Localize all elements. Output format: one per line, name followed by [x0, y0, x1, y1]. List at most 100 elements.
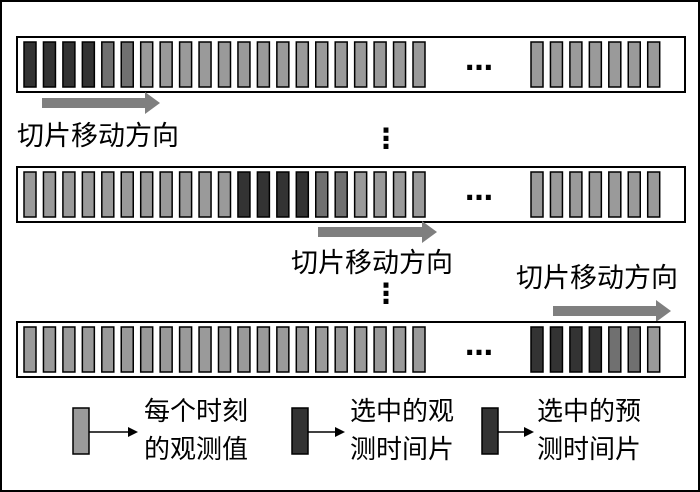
horizontal-ellipsis: …	[465, 44, 493, 77]
right-cell-group	[530, 41, 661, 88]
time-cell	[530, 326, 544, 373]
direction-arrow	[42, 92, 160, 114]
strip-row-2: … 切片移动方向	[16, 166, 686, 279]
time-cell	[276, 171, 290, 218]
time-cell	[315, 171, 329, 218]
time-cell	[178, 41, 193, 88]
left-cell-group	[23, 171, 426, 218]
time-cell	[392, 171, 407, 218]
time-cell	[198, 326, 212, 373]
time-cell	[588, 41, 603, 88]
strip-row-3: 切片移动方向 …	[16, 263, 686, 378]
time-cell	[42, 41, 57, 88]
horizontal-ellipsis: …	[465, 329, 493, 362]
left-cell-group	[23, 326, 426, 373]
time-cell	[198, 171, 212, 218]
time-cell	[62, 171, 76, 218]
vertical-ellipsis-1: ⋮	[372, 122, 400, 155]
legend-swatch	[481, 407, 499, 455]
time-cell	[120, 171, 134, 218]
time-cell	[295, 326, 310, 373]
time-cell	[334, 326, 348, 373]
time-cell	[392, 41, 407, 88]
time-cell	[608, 171, 622, 218]
time-cell	[198, 41, 212, 88]
time-cell	[23, 171, 37, 218]
time-cell	[627, 41, 641, 88]
legend-text-line2: 测时间片	[350, 435, 454, 465]
time-cell	[530, 41, 544, 88]
time-cell	[353, 326, 368, 373]
direction-label: 切片移动方向	[291, 248, 453, 279]
time-cell	[23, 41, 37, 88]
time-cell	[81, 326, 96, 373]
right-cell-group	[530, 326, 661, 373]
time-cell	[373, 41, 387, 88]
direction-arrow	[553, 300, 671, 322]
time-cell	[256, 41, 271, 88]
time-cell	[549, 171, 564, 218]
time-cell	[588, 326, 603, 373]
time-cell	[237, 41, 251, 88]
time-cell	[237, 326, 251, 373]
strip-frame	[16, 36, 686, 93]
time-cell	[412, 326, 426, 373]
legend-swatch	[291, 407, 309, 455]
time-cell	[42, 171, 57, 218]
time-cell	[412, 41, 426, 88]
time-cell	[101, 41, 115, 88]
time-cell	[81, 41, 96, 88]
vertical-ellipsis-2: ⋮	[372, 277, 400, 310]
time-cell	[373, 326, 387, 373]
time-cell	[549, 326, 564, 373]
strip-frame	[16, 321, 686, 378]
time-cell	[159, 41, 173, 88]
time-cell	[549, 41, 564, 88]
right-cell-group	[530, 171, 661, 218]
time-cell	[101, 171, 115, 218]
time-cell	[159, 171, 173, 218]
legend-item-observation: 每个时刻 的观测值	[72, 397, 248, 465]
time-cell	[569, 326, 583, 373]
legend-swatch	[72, 407, 90, 455]
time-cell	[256, 326, 271, 373]
time-cell	[62, 41, 76, 88]
time-cell	[627, 326, 641, 373]
time-cell	[608, 41, 622, 88]
legend: 每个时刻 的观测值 选中的观 测时间片 选中的预 测时间片	[72, 397, 641, 465]
time-cell	[120, 326, 134, 373]
time-cell	[608, 326, 622, 373]
time-cell	[334, 171, 348, 218]
time-cell	[217, 41, 232, 88]
time-cell	[334, 41, 348, 88]
time-cell	[217, 171, 232, 218]
time-cell	[373, 171, 387, 218]
time-cell	[295, 41, 310, 88]
time-cell	[120, 41, 134, 88]
time-cell	[315, 41, 329, 88]
time-cell	[353, 41, 368, 88]
time-cell	[569, 171, 583, 218]
time-cell	[237, 171, 251, 218]
horizontal-ellipsis: …	[465, 174, 493, 207]
time-cell	[315, 326, 329, 373]
time-cell	[569, 41, 583, 88]
time-cell	[178, 326, 193, 373]
strip-frame	[16, 166, 686, 223]
legend-text-line2: 的观测值	[144, 435, 248, 465]
time-cell	[353, 171, 368, 218]
time-cell	[276, 41, 290, 88]
time-cell	[276, 326, 290, 373]
legend-text-line1: 选中的观	[350, 397, 454, 427]
time-cell	[81, 171, 96, 218]
time-cell	[139, 171, 154, 218]
direction-label: 切片移动方向	[516, 263, 678, 294]
direction-arrow	[318, 221, 437, 243]
time-cell	[256, 171, 271, 218]
time-cell	[627, 171, 641, 218]
time-cell	[42, 326, 57, 373]
legend-arrowhead	[335, 427, 345, 437]
time-cell	[412, 171, 426, 218]
